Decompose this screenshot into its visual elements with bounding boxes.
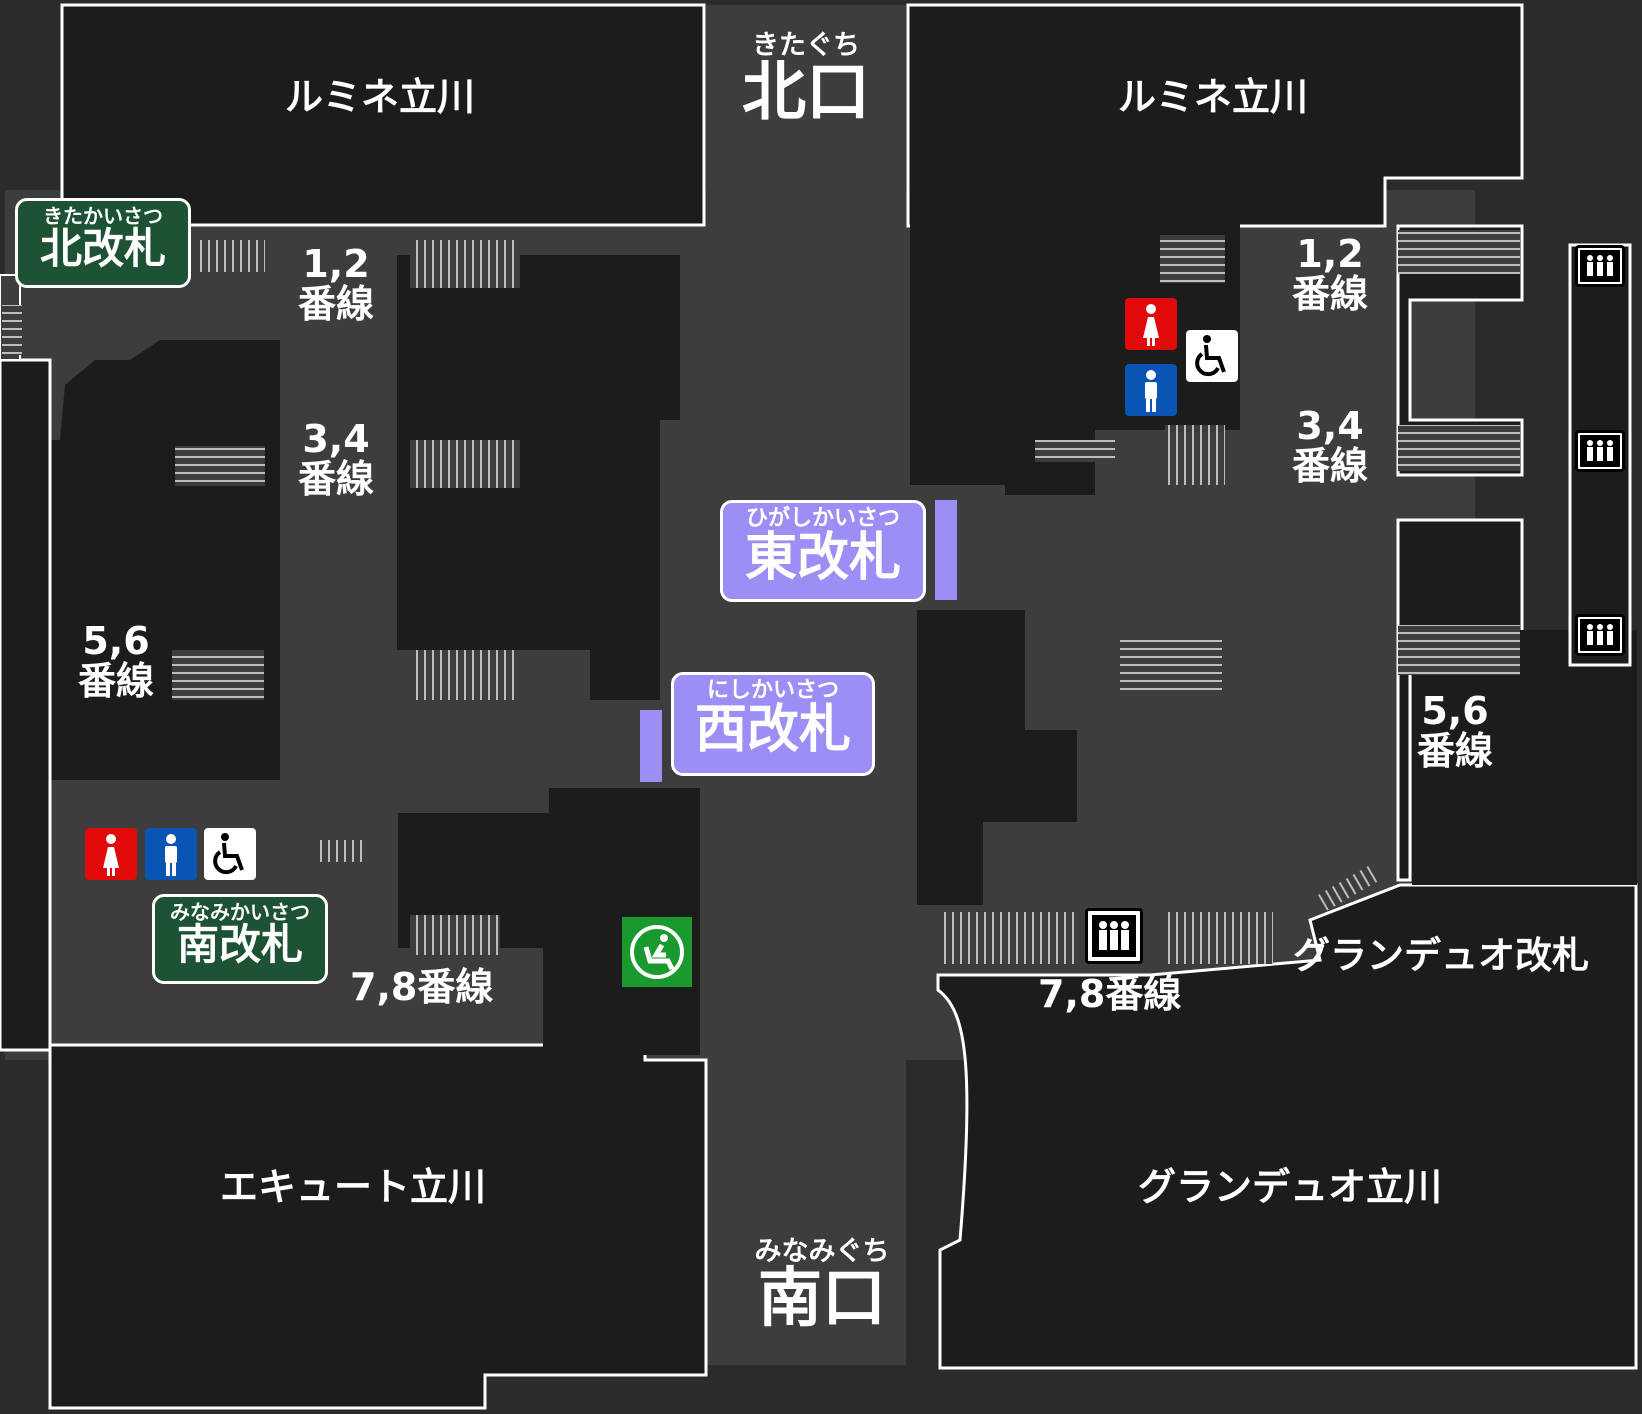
store-ecute: エキュート立川 — [220, 1165, 487, 1209]
men-toilet-icon-east — [1125, 364, 1177, 416]
track-78-east: 7,8番線 — [1038, 972, 1182, 1016]
store-lumine-east: ルミネ立川 — [1118, 75, 1309, 119]
stairs-34-west-a — [175, 446, 265, 486]
south-exit[interactable]: みなみぐち 南口 — [742, 1236, 902, 1337]
elevator-icon-2 — [1575, 430, 1625, 472]
track-12-west: 1,2 番線 — [298, 242, 375, 326]
store-granduo: グランデュオ立川 — [1138, 1165, 1443, 1209]
elevator-icon-1 — [1575, 245, 1625, 287]
track-56-west-suffix: 番線 — [78, 658, 155, 703]
store-lumine-west: ルミネ立川 — [285, 75, 476, 119]
stairs-56-west — [172, 650, 264, 700]
stairs-56-east — [1398, 625, 1520, 675]
women-toilet-icon-east — [1125, 298, 1177, 350]
north-exit-ruby: きたぐち — [752, 30, 860, 61]
south-gate-ruby: みなみかいさつ — [170, 900, 310, 924]
south-exit-ruby: みなみぐち — [754, 1236, 890, 1267]
east-gate-barrier — [935, 500, 957, 600]
track-12-west-num: 1,2 — [302, 242, 370, 286]
stairs-78-west — [410, 915, 500, 955]
east-gate-ruby: ひがしかいさつ — [745, 506, 900, 531]
track-34-west: 3,4 番線 — [298, 417, 375, 501]
women-toilet-icon-west — [85, 828, 137, 880]
stairs-56-west-b — [410, 650, 520, 700]
track-34-east-suffix: 番線 — [1292, 443, 1369, 488]
south-gate-name: 南改札 — [176, 920, 303, 969]
track-56-east-suffix: 番線 — [1417, 728, 1494, 773]
granduo-gate-barrier — [1318, 866, 1378, 911]
stairs-12-west — [410, 240, 520, 288]
elevator-icon-3 — [1575, 614, 1625, 656]
north-exit[interactable]: きたぐち 北口 — [726, 30, 886, 131]
track-56-west: 5,6 番線 — [78, 619, 155, 703]
lumine-west-block — [60, 3, 706, 227]
waiting-room-icon — [622, 917, 692, 987]
east-gate-name: 東改札 — [744, 528, 901, 589]
north-gate-sign[interactable]: きたかいさつ 北改札 — [15, 198, 191, 288]
ecute-block — [48, 1043, 708, 1410]
track-34-east: 3,4 番線 — [1292, 404, 1369, 488]
stairs-12-east-a — [1160, 235, 1225, 283]
stairs-78-east-a — [940, 912, 1078, 964]
south-gate-stairs — [314, 840, 362, 862]
track-56-west-num: 5,6 — [82, 619, 150, 663]
west-gate-ruby: にしかいさつ — [706, 678, 839, 703]
granduo-gate-label[interactable]: グランデュオ改札 — [1293, 934, 1589, 977]
west-gate-name: 西改札 — [694, 700, 851, 761]
elevator-icon-4 — [1085, 908, 1143, 964]
lumine-east-block — [906, 3, 1524, 228]
men-toilet-icon-west — [145, 828, 197, 880]
track-78-west: 7,8番線 — [350, 965, 494, 1009]
north-exit-name: 北口 — [742, 56, 870, 131]
west-platform-block — [397, 255, 680, 700]
stairs-12-east-b — [1398, 230, 1520, 274]
stairs-east-center — [1120, 637, 1222, 692]
west-gate-sign[interactable]: にしかいさつ 西改札 — [671, 672, 875, 776]
stairs-78-east-b — [1165, 912, 1273, 964]
east-gate-sign[interactable]: ひがしかいさつ 東改札 — [720, 500, 926, 602]
stairs-34-west-b — [410, 440, 520, 488]
stairs-34-east-b — [1165, 425, 1225, 485]
track-34-west-suffix: 番線 — [298, 456, 375, 501]
west-gate-barrier — [640, 710, 662, 782]
track-34-west-num: 3,4 — [302, 417, 370, 461]
east-inner-block — [910, 180, 1240, 495]
stairs-34-east-a — [1035, 440, 1115, 462]
north-gate-name: 北改札 — [39, 224, 166, 273]
track-34-east-num: 3,4 — [1296, 404, 1364, 448]
south-gate-sign[interactable]: みなみかいさつ 南改札 — [152, 894, 328, 984]
track-12-west-suffix: 番線 — [298, 281, 375, 326]
track-12-east-num: 1,2 — [1296, 232, 1364, 276]
track-56-east: 5,6 番線 — [1417, 689, 1494, 773]
track-12-east: 1,2 番線 — [1292, 232, 1369, 316]
accessible-toilet-icon-west — [204, 828, 256, 880]
west-edge-stairs — [2, 305, 22, 355]
south-exit-name: 南口 — [758, 1262, 886, 1337]
stairs-north-gate — [195, 240, 265, 272]
track-12-east-suffix: 番線 — [1292, 271, 1369, 316]
track-56-east-num: 5,6 — [1421, 689, 1489, 733]
stairs-34-east-c — [1398, 425, 1520, 471]
granduo-block — [936, 883, 1638, 1370]
north-gate-ruby: きたかいさつ — [43, 204, 163, 228]
accessible-toilet-icon-east — [1186, 330, 1238, 382]
